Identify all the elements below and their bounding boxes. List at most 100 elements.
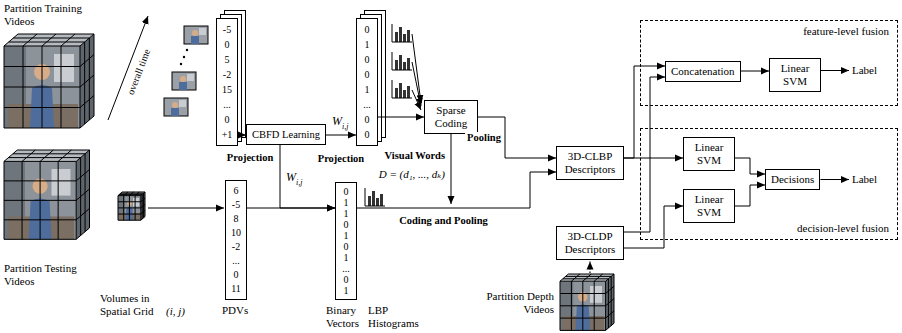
matrix-symbol: W bbox=[286, 170, 296, 184]
process-box: Decisions bbox=[765, 169, 820, 190]
vector-entry: 5 bbox=[217, 52, 237, 67]
vector-entry: 0 bbox=[336, 241, 356, 252]
box-text: CBFD Learning bbox=[252, 128, 320, 141]
connector bbox=[735, 158, 765, 174]
output-arrow bbox=[820, 179, 849, 180]
region-heading: feature-level fusion bbox=[803, 25, 889, 38]
box-text: 3D-CLDP Descriptors bbox=[562, 230, 618, 256]
vector-entry: 0 bbox=[217, 37, 237, 52]
connector bbox=[378, 117, 424, 118]
vector-entry: 0 bbox=[336, 186, 356, 197]
histogram-icon bbox=[365, 188, 385, 206]
vector-entry: 10 bbox=[226, 226, 246, 240]
vector-entry: 0 bbox=[217, 112, 237, 127]
connector bbox=[735, 185, 765, 206]
connector bbox=[741, 71, 769, 72]
vector-entry: 1 bbox=[336, 197, 356, 208]
edge-label: Coding and Pooling bbox=[397, 215, 490, 227]
histogram-icon bbox=[392, 80, 412, 98]
vector-entry: 0 bbox=[357, 112, 377, 127]
output-label: Label bbox=[852, 173, 877, 186]
volume-arrow bbox=[148, 208, 224, 209]
vector-entry: 1 bbox=[336, 208, 356, 219]
vector-entry: 0 bbox=[357, 22, 377, 37]
histogram-icon bbox=[392, 52, 412, 70]
vector-entry: +1 bbox=[217, 127, 237, 142]
ellipsis-dot bbox=[180, 63, 182, 65]
region-heading: decision-level fusion bbox=[797, 222, 889, 235]
vector-entry: ... bbox=[217, 97, 237, 112]
process-box: Concatenation bbox=[665, 61, 741, 82]
input-label: Partition Depth Videos bbox=[482, 290, 554, 316]
vector-label: Binary Vectors bbox=[326, 304, 368, 330]
input-label: Partition Training Videos bbox=[4, 2, 104, 28]
vector-entry: 1 bbox=[336, 285, 356, 296]
edge-label: Projection bbox=[225, 152, 275, 164]
vector-entry: 1 bbox=[336, 230, 356, 241]
connector bbox=[247, 208, 335, 209]
histogram-label: LBP Histograms bbox=[368, 304, 430, 330]
output-arrow bbox=[821, 70, 849, 71]
output-label: Label bbox=[852, 64, 877, 77]
vector-entry: ... bbox=[357, 97, 377, 112]
binary-vector: 0110101...01 bbox=[335, 182, 357, 300]
depth-arrow bbox=[589, 262, 590, 274]
box-text: Linear SVM bbox=[775, 62, 815, 88]
video-cube bbox=[4, 150, 90, 239]
depth-cube bbox=[560, 274, 614, 330]
vector-entry: 0 bbox=[357, 67, 377, 82]
classifier-box: Linear SVM bbox=[769, 58, 821, 92]
input-label: Volumes in Spatial Grid bbox=[100, 292, 164, 318]
connector bbox=[624, 77, 665, 232]
vector-entry: ... bbox=[336, 263, 356, 274]
vector-entry: 1 bbox=[336, 252, 356, 263]
vector-entry: 0 bbox=[226, 268, 246, 282]
box-text: 3D-CLBP Descriptors bbox=[562, 150, 618, 176]
connector bbox=[238, 135, 246, 136]
process-box: CBFD Learning bbox=[246, 124, 326, 145]
video-frame bbox=[172, 72, 196, 90]
vector-entry: 15 bbox=[217, 82, 237, 97]
fusion-region: feature-level fusionConcatenation Linear … bbox=[640, 20, 898, 106]
edge-label: Projection bbox=[316, 153, 366, 165]
classifier-box: Linear SVM bbox=[683, 137, 735, 171]
vector-entry: 11 bbox=[226, 282, 246, 296]
box-text: Sparse Coding bbox=[430, 104, 472, 130]
vector-entry: ... bbox=[226, 254, 246, 268]
vector-entry: 6 bbox=[226, 184, 246, 198]
matrix-symbol: W bbox=[332, 114, 342, 128]
box-text: Linear SVM bbox=[689, 193, 729, 219]
vector-entry: 0 bbox=[357, 52, 377, 67]
vector-label: PDVs bbox=[222, 304, 248, 317]
vector-entry: -2 bbox=[226, 240, 246, 254]
connector bbox=[624, 206, 683, 248]
vector-entry: -5 bbox=[217, 22, 237, 37]
vector-entry: -5 bbox=[226, 198, 246, 212]
video-cube bbox=[4, 34, 94, 128]
vector-entry: 8 bbox=[226, 212, 246, 226]
histogram-arrow bbox=[412, 90, 421, 110]
visual-words-arrow bbox=[451, 134, 452, 204]
vector-entry: 1 bbox=[357, 37, 377, 52]
binary-vector: 01001...00 bbox=[356, 18, 378, 146]
descriptor-box: 3D-CLDP Descriptors bbox=[556, 226, 624, 260]
subscript: i,j bbox=[342, 122, 348, 132]
vector-entry: 0 bbox=[357, 127, 377, 142]
video-frame bbox=[184, 26, 208, 44]
connector bbox=[624, 158, 683, 159]
video-frame bbox=[164, 98, 188, 116]
box-text: Linear SVM bbox=[689, 141, 729, 167]
ellipsis-dot bbox=[183, 56, 185, 58]
feature-vector: 6-5810-2...011 bbox=[225, 180, 247, 300]
edge-label: Pooling bbox=[465, 132, 503, 144]
vector-entry: 1 bbox=[357, 82, 377, 97]
vector-entry: 0 bbox=[336, 219, 356, 230]
input-label: Partition Testing Videos bbox=[4, 262, 86, 288]
volume-cube bbox=[118, 192, 145, 220]
descriptor-box: 3D-CLBP Descriptors bbox=[556, 146, 624, 180]
classifier-box: Linear SVM bbox=[683, 189, 735, 223]
box-text: Decisions bbox=[771, 173, 814, 186]
axis-label: overall time bbox=[125, 47, 153, 96]
vector-entry: -2 bbox=[217, 67, 237, 82]
